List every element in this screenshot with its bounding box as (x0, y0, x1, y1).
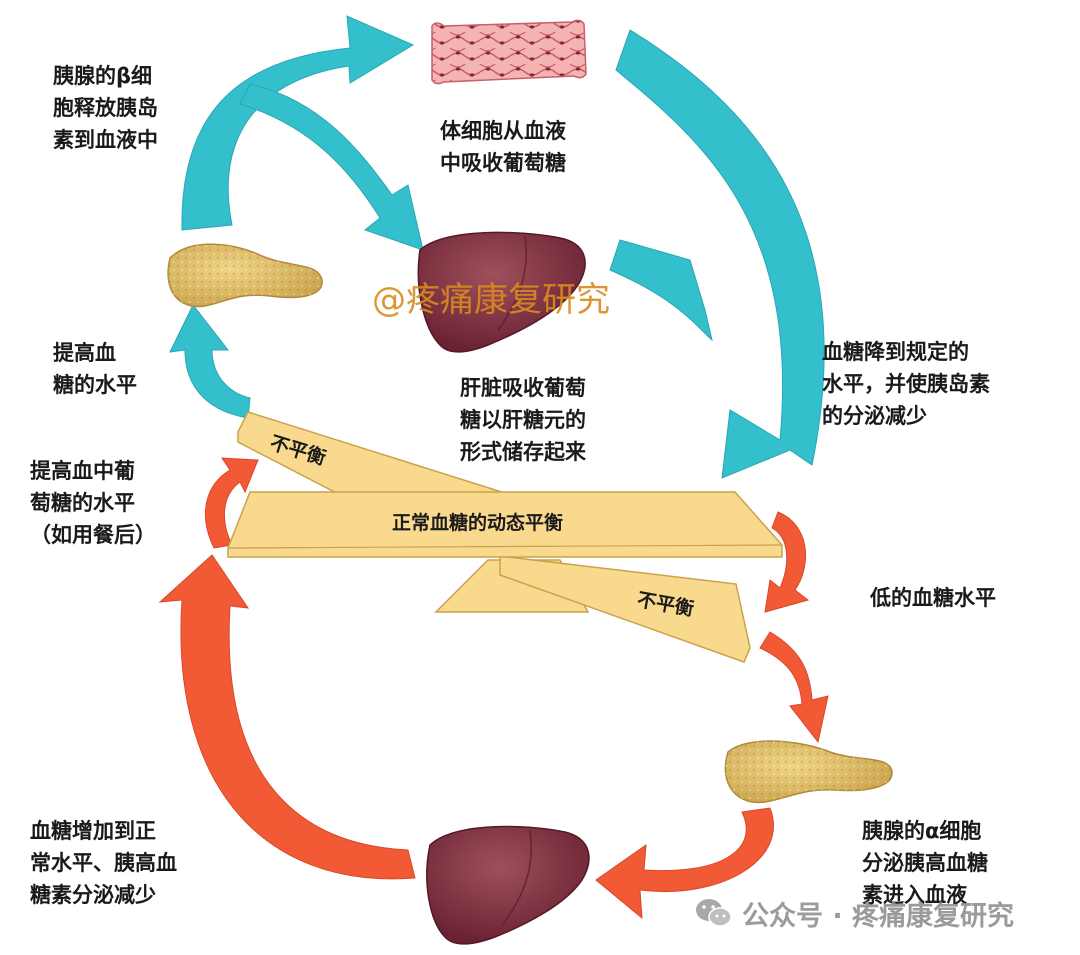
label-raise-glucose-after-meal: 提高血中葡 萄糖的水平 （如用餐后） (30, 459, 156, 547)
label-raise-sugar-level: 提高血 糖的水平 (53, 341, 137, 397)
teal-arrow-beta-to-cells (181, 15, 415, 231)
watermark-footer-text: 公众号 · 疼痛康复研究 (742, 900, 1015, 932)
liver-icon-lower (426, 825, 590, 945)
label-cells-absorb-glucose: 体细胞从血液 中吸收葡萄糖 (440, 119, 566, 175)
red-arrow-alpha-to-liver (595, 807, 774, 920)
label-sugar-rises: 血糖增加到正 常水平、胰高血 糖素分泌减少 (30, 819, 177, 907)
watermark-footer: 公众号 · 疼痛康复研究 (694, 893, 1014, 933)
red-arrow-raise-glucose (205, 457, 259, 549)
balance-beam-normal (227, 491, 783, 558)
label-alpha-cells: 胰腺的α细胞 分泌胰高血糖 素进入血液 (862, 819, 988, 907)
red-arrow-beam-to-low (764, 511, 810, 613)
pancreas-icon-upper (167, 243, 323, 308)
balance-beam-tilted-bottom (499, 555, 751, 663)
label-beta-cells: 胰腺的β细 胞释放胰岛 素到血液中 (53, 64, 158, 152)
red-arrow-low-to-alpha (759, 631, 829, 744)
label-low-glucose: 低的血糖水平 (870, 586, 996, 610)
body-cells-tissue (431, 19, 587, 85)
liver-icon-upper (417, 231, 586, 353)
red-arrow-liver-to-normal (158, 554, 416, 880)
label-liver-stores-glycogen: 肝脏吸收葡萄 糖以肝糖元的 形式储存起来 (460, 376, 586, 464)
label-normal-balance: 正常血糖的动态平衡 (392, 512, 564, 534)
teal-arrow-beam-to-pancreas (169, 304, 251, 419)
label-sugar-drops: 血糖降到规定的 水平，并使胰岛素 的分泌减少 (822, 340, 990, 428)
teal-arrow-liver-to-normal (609, 239, 713, 342)
pancreas-icon-lower (724, 740, 893, 804)
teal-arrow-beta-to-liver (239, 83, 424, 251)
watermark-main: @疼痛康复研究 (372, 280, 610, 320)
wechat-icon (696, 899, 732, 927)
teal-arrow-cells-to-normal (615, 29, 825, 479)
